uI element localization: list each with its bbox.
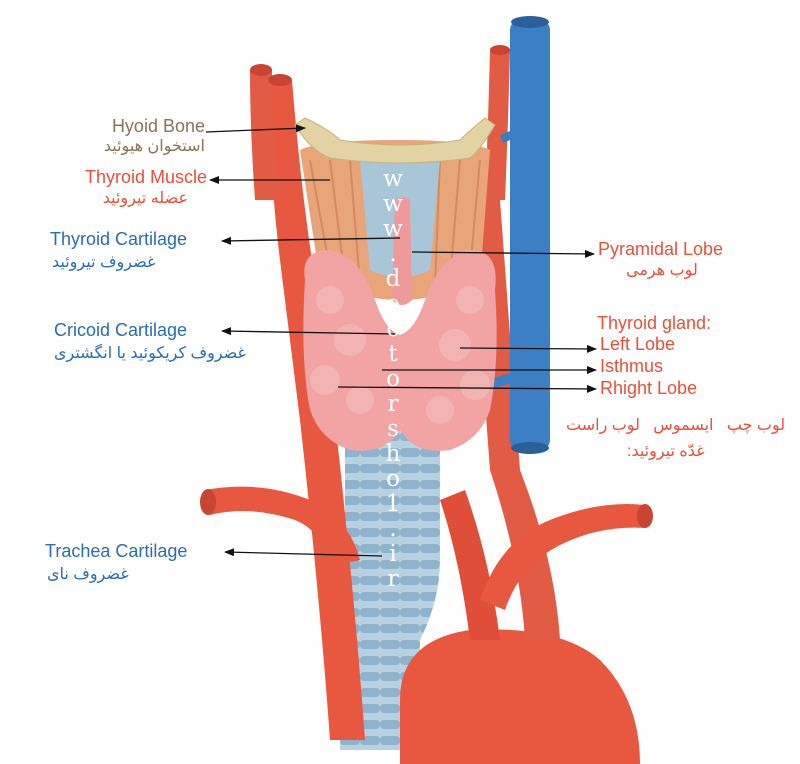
- gland-label-fa: غدّه تیروئید:: [627, 443, 705, 460]
- thyroid-muscle-label-fa: عضله تیروئید: [102, 190, 188, 207]
- thyroid-cartilage-arrow: [221, 236, 401, 245]
- trachea-label: Trachea Cartilage: [45, 541, 188, 561]
- watermark-char: w: [383, 191, 403, 217]
- internal-jugular-vein: [510, 20, 550, 450]
- lobes-label-fa: لوب چپ ایسموس لوب راست: [566, 417, 786, 434]
- pyramidal-lobe-shape: [392, 197, 412, 305]
- cricoid-label: Cricoid Cartilage: [54, 320, 188, 340]
- watermark-char: .: [389, 241, 397, 267]
- hyoid-label: Hyoid Bone: [111, 116, 205, 136]
- right-external-carotid: [250, 70, 280, 200]
- right-subclavian-artery: [205, 486, 360, 565]
- thyroid-cartilage-label-fa: غضروف تیروئید: [52, 254, 156, 271]
- isthmus-label: Isthmus: [600, 356, 664, 376]
- watermark-char: h: [385, 441, 401, 467]
- hyoid-bone: [294, 117, 496, 164]
- watermark-char: c: [386, 316, 400, 342]
- left-lobe-label: Left Lobe: [600, 334, 676, 354]
- trachea-arrow: [224, 548, 383, 557]
- right-lobe-arrow: [337, 384, 597, 393]
- watermark-char: o: [386, 366, 400, 392]
- trachea-label-fa: غضروف نای: [47, 566, 129, 583]
- watermark-char: .: [389, 516, 397, 542]
- watermark-char: d: [385, 266, 401, 292]
- hyoid-label-fa: استخوان هیوئید: [103, 138, 205, 155]
- watermark-char: r: [387, 566, 399, 592]
- left-external-carotid: [485, 50, 510, 200]
- watermark-char: 1: [385, 491, 401, 517]
- cricoid-label-fa: غضروف کریکوئید یا انگشتری: [54, 345, 246, 362]
- watermark-char: o: [386, 291, 400, 317]
- pyramidal-arrow: [411, 249, 595, 258]
- watermark-char: w: [383, 216, 403, 242]
- aortic-arch: [400, 629, 640, 764]
- right-lobe-label: Rhight Lobe: [600, 378, 698, 398]
- thyroid-muscle-label: Thyroid Muscle: [84, 167, 207, 187]
- watermark-char: w: [383, 166, 403, 192]
- thyroid-cartilage-label: Thyroid Cartilage: [50, 229, 188, 249]
- pyramidal-label: Pyramidal Lobe: [598, 239, 724, 259]
- watermark-char: s: [387, 416, 399, 442]
- watermark-char: i: [389, 541, 397, 567]
- cricoid-arrow: [221, 327, 396, 336]
- left-subclavian-artery: [480, 504, 645, 610]
- gland-title: Thyroid gland:: [597, 313, 712, 333]
- watermark-char: o: [386, 466, 400, 492]
- hyoid-arrow: [205, 124, 306, 133]
- watermark-char: t: [388, 341, 398, 367]
- brachiocephalic-artery: [440, 490, 500, 640]
- pyramidal-label-fa: لوب هرمی: [626, 262, 698, 279]
- watermark-char: r: [387, 391, 399, 417]
- left-lobe-arrow: [459, 344, 597, 353]
